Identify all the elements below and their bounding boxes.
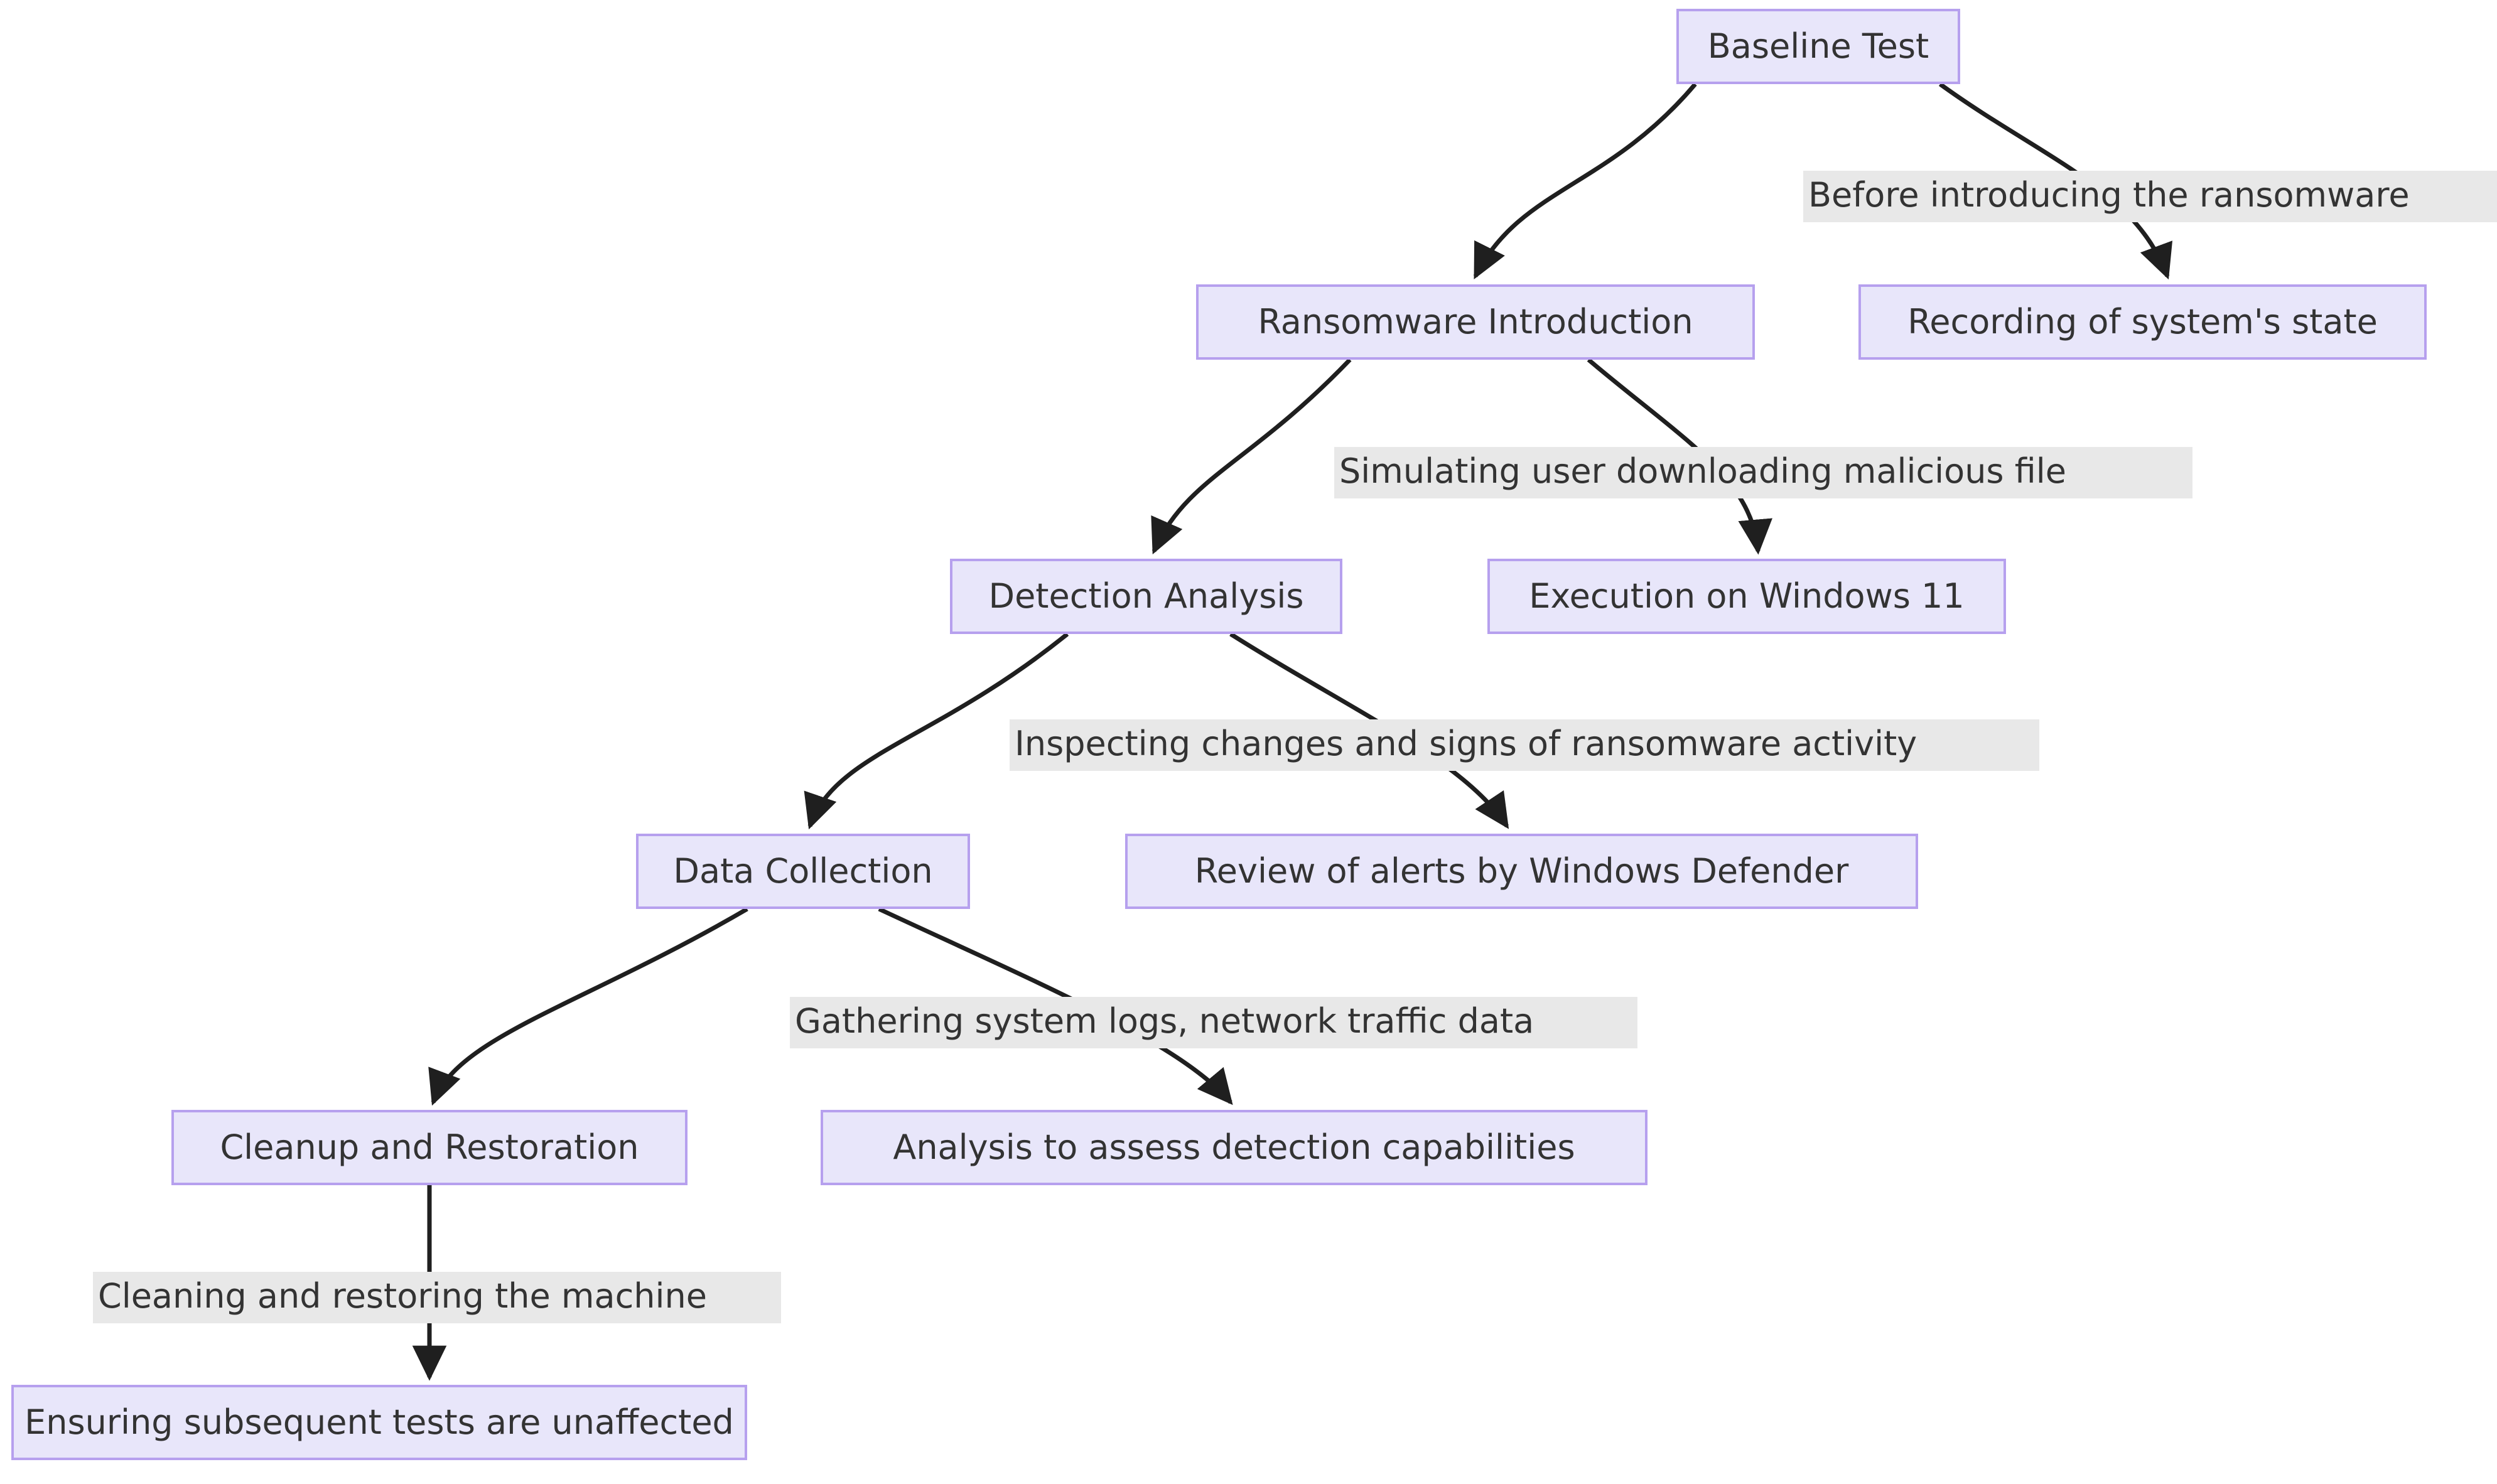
flow-node-label: Ensuring subsequent tests are unaffected	[24, 1402, 734, 1442]
flow-node-label: Analysis to assess detection capabilitie…	[893, 1127, 1575, 1167]
flow-node-label: Ransomware Introduction	[1258, 302, 1693, 341]
flow-node-ransomware[interactable]: Ransomware Introduction	[1196, 284, 1755, 360]
flow-node-cleanup[interactable]: Cleanup and Restoration	[171, 1110, 688, 1185]
flow-node-detection[interactable]: Detection Analysis	[950, 559, 1342, 634]
flow-edge-label-lbl-before: Before introducing the ransomware	[1803, 171, 2497, 222]
flow-node-analysis[interactable]: Analysis to assess detection capabilitie…	[821, 1110, 1648, 1185]
flow-edge	[1473, 82, 1697, 280]
flow-node-label: Data Collection	[673, 851, 933, 891]
flow-node-recording[interactable]: Recording of system's state	[1858, 284, 2427, 360]
flow-edge	[428, 906, 748, 1106]
flow-node-review[interactable]: Review of alerts by Windows Defender	[1125, 834, 1918, 909]
flow-edge-label-lbl-cleaning: Cleaning and restoring the machine	[93, 1272, 781, 1323]
flow-node-label: Execution on Windows 11	[1529, 576, 1965, 616]
flow-edge	[804, 632, 1069, 830]
flow-node-label: Cleanup and Restoration	[220, 1127, 639, 1167]
flow-node-label: Detection Analysis	[988, 576, 1304, 616]
flow-node-baseline[interactable]: Baseline Test	[1676, 9, 1960, 84]
flow-node-collection[interactable]: Data Collection	[636, 834, 970, 909]
flow-edge	[1151, 358, 1352, 555]
flow-edge-label-lbl-simulating: Simulating user downloading malicious fi…	[1334, 447, 2192, 498]
flow-edge-label-lbl-inspecting: Inspecting changes and signs of ransomwa…	[1010, 719, 2039, 771]
flow-node-ensuring[interactable]: Ensuring subsequent tests are unaffected	[11, 1385, 747, 1460]
flow-node-label: Baseline Test	[1707, 26, 1929, 66]
flow-node-execution[interactable]: Execution on Windows 11	[1487, 559, 2006, 634]
flow-node-label: Review of alerts by Windows Defender	[1194, 851, 1849, 891]
flow-node-label: Recording of system's state	[1907, 302, 2378, 341]
flow-edge-label-lbl-gathering: Gathering system logs, network traffic d…	[790, 997, 1637, 1048]
